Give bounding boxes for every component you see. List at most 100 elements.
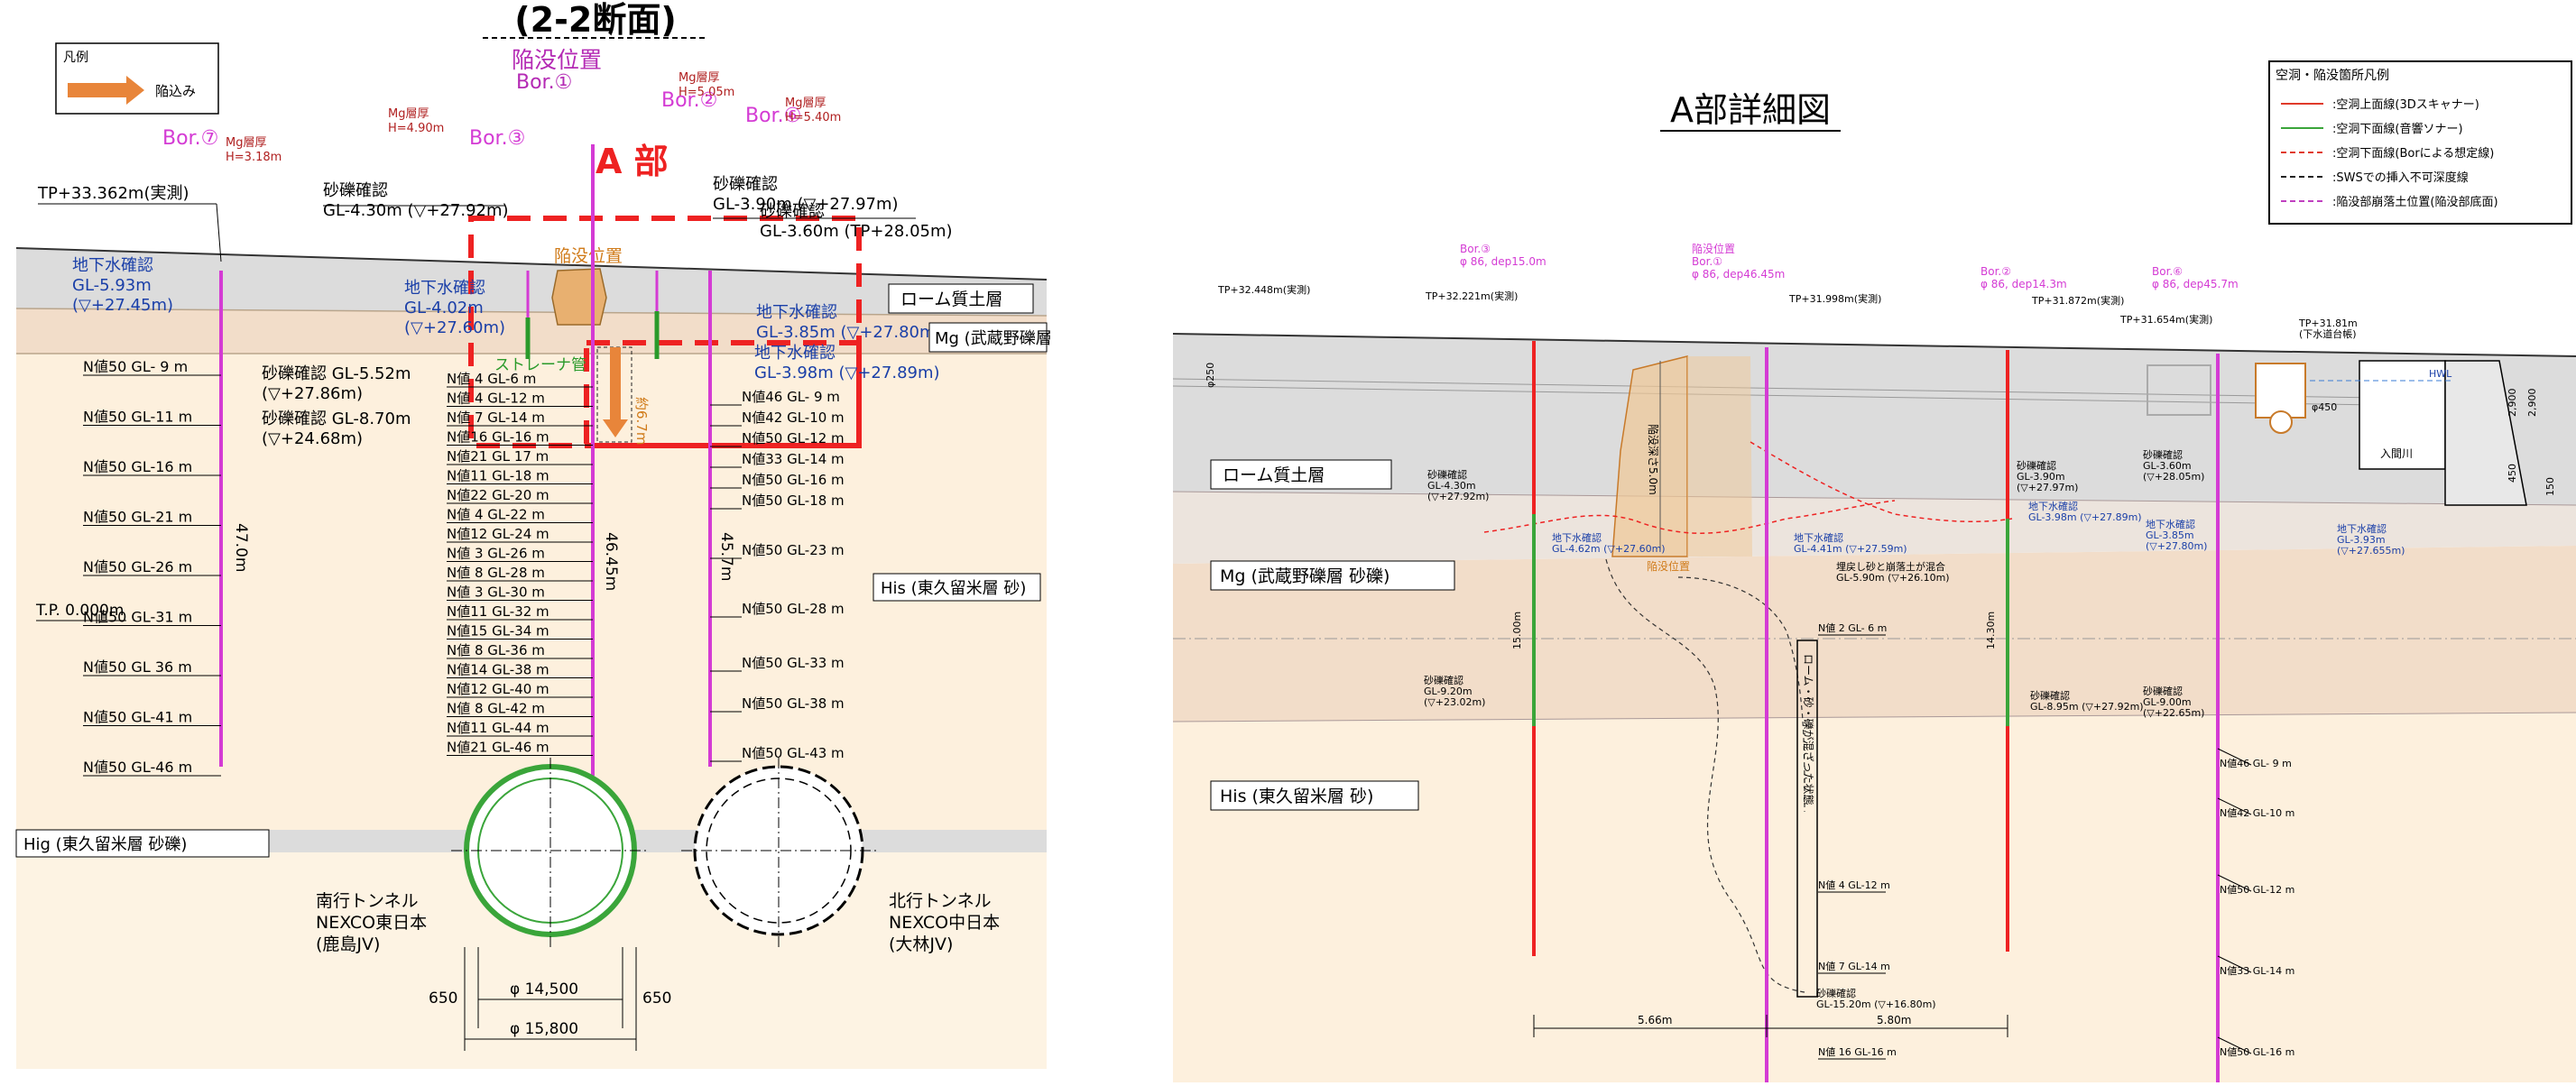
south-tunnel-label: 南行トンネル <box>316 891 419 911</box>
r-pipe-circle <box>2269 410 2293 434</box>
r-legend-title: 空洞・陥没箇所凡例 <box>2276 68 2389 83</box>
bor1-n-values: N値 4 GL-6 mN値 4 GL-12 mN値 7 GL-14 mN値16 … <box>447 371 593 756</box>
layer-label-box-hig <box>15 829 270 858</box>
r-bor-label: φ 86, dep14.3m <box>1980 278 2067 290</box>
mg-thickness-note: Mg層厚 <box>388 107 429 121</box>
r-bor-label: φ 86, dep45.7m <box>2152 278 2239 290</box>
r-note: GL-3.90m <box>2017 471 2065 483</box>
mg-thickness-note: H=5.05m <box>679 86 734 99</box>
r-river-label: 入間川 <box>2380 447 2413 460</box>
n-value: N値50 GL-16 m <box>83 458 192 475</box>
sink-position-label: 陥没位置 <box>512 47 602 73</box>
mg-thickness-note: Mg層厚 <box>679 71 719 85</box>
r-note: GL-8.95m (▽+27.92m) <box>2030 701 2144 713</box>
layer-label-box-his <box>873 573 1041 602</box>
legend-item-label: :空洞下面線(Borによる想定線) <box>2332 146 2494 161</box>
r-note: 砂礫確認 <box>2017 459 2056 472</box>
r-bor-label: 陥没位置 <box>1692 242 1735 255</box>
n-value: N値50 GL-16 m <box>742 472 845 488</box>
n-value: N値 3 GL-30 m <box>447 584 545 601</box>
r-bor-label: Bor.① <box>1692 255 1722 268</box>
gravel-note: 砂礫確認 GL-5.52m <box>262 364 411 383</box>
r-loam-layer <box>1173 334 2576 505</box>
r-his-layer <box>1173 713 2576 1082</box>
tp-label: TP+33.362m(実測) <box>37 184 189 203</box>
gravel-note: GL-4.30m (▽+27.92m) <box>323 201 509 220</box>
r-embankment <box>2444 360 2527 506</box>
r-bor-label: φ 86, dep46.45m <box>1692 268 1785 281</box>
r-n-value: N値 7 GL-14 m <box>1818 961 1890 972</box>
r-sink-label: 陥没位置 <box>1647 559 1690 573</box>
r-bor-label: Bor.⑥ <box>2152 265 2183 278</box>
gravel-note: 砂礫確認 <box>323 181 388 200</box>
r-layer-his: His (東久留米層 砂) <box>1220 787 1373 806</box>
r-n-value: N値 2 GL- 6 m <box>1818 622 1887 634</box>
r-dim-2900: 2,900 <box>2526 389 2538 418</box>
r-dim-2900: 2,900 <box>2507 389 2518 418</box>
r-note: 埋戻し砂と崩落土が混合 <box>1836 560 1945 573</box>
n-value: N値16 GL-16 m <box>447 429 549 446</box>
n-value: N値50 GL-33 m <box>742 655 845 671</box>
r-loam-mixed-box <box>1796 640 1818 998</box>
r-n-value: N値 4 GL-12 m <box>1818 879 1890 891</box>
r-legend-box <box>2268 60 2572 225</box>
r-loam-mixed-text: ローム・砂・礫が混ざった状態 <box>1802 654 1815 805</box>
north-tunnel-label: 北行トンネル <box>889 891 992 911</box>
groundwater-note: (▽+27.60m) <box>404 318 505 337</box>
collapse-zone <box>596 346 632 443</box>
r-note: GL-3.93m <box>2337 534 2386 546</box>
groundwater-note: GL-3.85m (▽+27.80m) <box>756 323 942 342</box>
bor7-length: 47.0m <box>232 523 250 572</box>
n-value: N値15 GL-34 m <box>447 623 549 640</box>
orange-arrow-icon <box>603 347 628 437</box>
n-value: N値 3 GL-26 m <box>447 546 545 562</box>
tp0-label: T.P. 0.000m <box>35 602 124 620</box>
mg-thickness-note: H=4.90m <box>388 122 444 135</box>
r-note: 地下水確認 <box>2146 518 2195 530</box>
r-sws-line-2 <box>1677 576 1805 813</box>
right-title: A部詳細図 <box>1670 90 1831 130</box>
n-value: N値50 GL-38 m <box>742 695 845 712</box>
r-pipe-line <box>1172 385 2437 407</box>
r-n-center: N値 2 GL- 6 mN値 4 GL-12 mN値 7 GL-14 mN値 1… <box>1818 622 1897 1060</box>
r-note: (▽+22.65m) <box>2143 707 2204 719</box>
r-layer-box-his <box>1210 780 1419 811</box>
legend-item-label: :SWSでの挿入不可深度線 <box>2332 170 2469 185</box>
n-value: N値50 GL-28 m <box>742 601 845 617</box>
n-value: N値46 GL- 9 m <box>742 389 840 405</box>
n-value: N値50 GL-21 m <box>83 509 192 526</box>
layer-label-loam: ローム質土層 <box>900 290 1002 309</box>
r-tp-label: TP+31.654m(実測) <box>2119 313 2212 326</box>
r-n-value: N値46 GL- 9 m <box>2220 758 2292 769</box>
groundwater-note: 地下水確認 <box>72 256 153 275</box>
r-note: GL-9.00m <box>2143 696 2192 708</box>
r-ground-line <box>1172 333 2576 357</box>
bor6-length: 45.7m <box>717 532 735 581</box>
r-bor2-length: 14.30m <box>1985 612 1997 649</box>
legend-title: 凡例 <box>63 51 88 65</box>
dim-650-right: 650 <box>642 989 671 1008</box>
r-note: (▽+27.92m) <box>1427 491 1489 502</box>
n-value: N値 4 GL-6 m <box>447 371 536 387</box>
r-sewer-box <box>2147 364 2211 416</box>
n-value: N値14 GL-38 m <box>447 662 549 678</box>
mg-thickness-note: H=5.40m <box>785 111 841 124</box>
depth-67-label: 約6.7m <box>633 397 650 445</box>
r-tp-label: (下水道台帳) <box>2299 327 2357 340</box>
r-n-value: N値50 GL-12 m <box>2220 884 2294 896</box>
groundwater-note: 地下水確認 <box>404 279 485 298</box>
r-tp-label: TP+31.998m(実測) <box>1788 292 1881 305</box>
n-value: N値21 GL-46 m <box>447 740 549 756</box>
r-pipe-450: φ450 <box>2312 401 2337 413</box>
a-label: A 部 <box>596 142 669 181</box>
layer-label-his: His (東久留米層 砂) <box>881 579 1026 598</box>
strainer-label: ストレーナ管 <box>494 356 586 374</box>
loam-layer <box>16 248 1047 316</box>
n-value: N値50 GL-18 m <box>742 492 845 509</box>
r-layer-line <box>1172 712 2576 722</box>
a-area-box <box>468 216 862 448</box>
